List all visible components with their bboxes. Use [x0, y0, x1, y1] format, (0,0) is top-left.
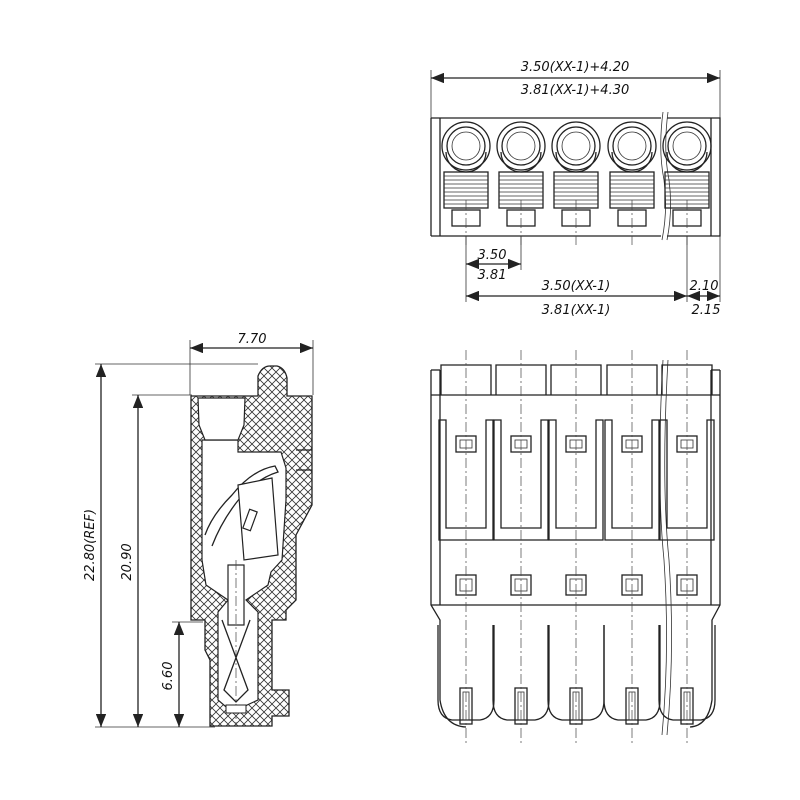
- wire-entry-shadow: [611, 151, 653, 173]
- top-view: 3.50(XX-1)+4.20 3.81(XX-1)+4.30 3.50 3.8…: [430, 60, 721, 318]
- side-contact-fork: [221, 619, 251, 703]
- wire-entry-outer-ring: [607, 121, 657, 171]
- top-view-body-outline: [431, 117, 721, 237]
- span-350-label: 3.50(XX-1): [542, 279, 611, 294]
- wire-entry-shadow: [500, 151, 542, 173]
- front-view-left-outline: [430, 370, 467, 728]
- end-381-label: 2.15: [692, 303, 721, 318]
- body-height-label: 20.90: [120, 543, 135, 580]
- top-position-4: [607, 121, 657, 245]
- front-latch-frame: [548, 419, 604, 541]
- wire-entry-inner-ring: [501, 126, 541, 166]
- front-position-1: [437, 350, 495, 745]
- top-position-5: [662, 121, 712, 245]
- front-view: [430, 350, 721, 745]
- side-release-lever: [237, 477, 279, 561]
- wire-entry-hole: [561, 131, 591, 161]
- end-350-label: 2.10: [690, 279, 719, 294]
- wire-entry-outer-ring: [441, 121, 491, 171]
- front-position-5: [658, 350, 716, 745]
- wire-entry-hole: [672, 131, 702, 161]
- wire-entry-inner-ring: [556, 126, 596, 166]
- top-width-350-label: 3.50(XX-1)+4.20: [521, 60, 630, 75]
- top-position-2: [496, 121, 546, 245]
- total-height-label: 22.80(REF): [83, 509, 98, 581]
- pitch-350-label: 3.50: [478, 248, 507, 263]
- break-line-left: [660, 111, 666, 241]
- wire-entry-inner-ring: [667, 126, 707, 166]
- top-position-1: [441, 121, 491, 245]
- wire-entry-hole: [451, 131, 481, 161]
- wire-entry-outer-ring: [496, 121, 546, 171]
- front-latch-frame: [438, 419, 494, 541]
- top-position-3: [551, 121, 601, 245]
- side-spring-leaf: [204, 465, 279, 547]
- side-latch-lines: [296, 449, 312, 471]
- wire-entry-outer-ring: [662, 121, 712, 171]
- front-position-4: [603, 350, 661, 745]
- side-view: 7.70 22.80(REF) 20.90 6.60: [83, 332, 314, 728]
- side-wire-entry: [197, 397, 246, 441]
- wire-entry-inner-ring: [612, 126, 652, 166]
- front-latch-frame: [493, 419, 549, 541]
- span-381-label: 3.81(XX-1): [542, 303, 611, 318]
- front-view-right-outline: [689, 370, 721, 728]
- front-position-3: [547, 350, 605, 745]
- wire-entry-inner-ring: [446, 126, 486, 166]
- side-lever-slot: [242, 508, 258, 532]
- front-latch-frame: [604, 419, 660, 541]
- side-contact-tip: [225, 704, 247, 714]
- wire-entry-hole: [506, 131, 536, 161]
- front-break-line-right: [664, 359, 672, 736]
- wire-entry-shadow: [555, 151, 597, 173]
- wire-entry-outer-ring: [551, 121, 601, 171]
- pitch-381-label: 3.81: [478, 268, 507, 283]
- wire-entry-shadow: [445, 151, 487, 173]
- side-width-label: 7.70: [238, 332, 267, 347]
- pin-height-label: 6.60: [161, 662, 176, 691]
- front-position-2: [492, 350, 550, 745]
- top-width-381-label: 3.81(XX-1)+4.30: [521, 83, 630, 98]
- wire-entry-shadow: [666, 151, 708, 173]
- front-latch-frame: [659, 419, 715, 541]
- wire-entry-hole: [617, 131, 647, 161]
